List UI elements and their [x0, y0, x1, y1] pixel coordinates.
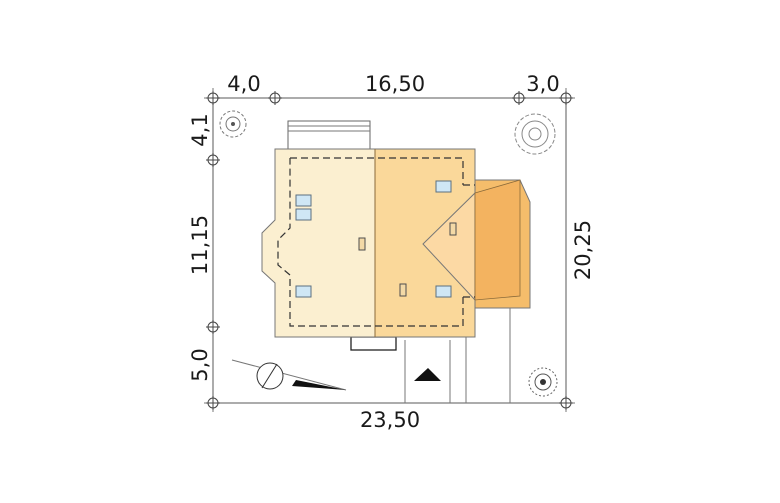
- entrance-arrow-icon: [414, 368, 441, 381]
- skylights: [295, 180, 452, 298]
- entrance-step: [350, 336, 397, 351]
- dim-left-top: 4,1: [188, 113, 212, 146]
- chimneys: [358, 222, 457, 297]
- compass-icon: [231, 359, 347, 391]
- chimney: [399, 283, 407, 297]
- skylight: [295, 285, 312, 298]
- tree-icon: [514, 113, 556, 155]
- tree-icon: [219, 110, 247, 138]
- dimension-markers: [206, 91, 573, 410]
- chimney: [449, 222, 457, 236]
- tree-icon: [528, 367, 558, 397]
- dim-top-right: 3,0: [526, 72, 559, 96]
- skylight: [435, 180, 452, 193]
- dim-left-middle: 11,15: [188, 215, 212, 275]
- dim-bottom: 23,50: [360, 408, 420, 432]
- roof-wing-slope: [474, 179, 521, 301]
- dim-right: 20,25: [571, 220, 595, 280]
- skylight: [435, 285, 452, 298]
- terrace: [287, 120, 371, 151]
- dim-top-middle: 16,50: [365, 72, 425, 96]
- skylight: [295, 208, 312, 221]
- wall-outline: [277, 157, 464, 327]
- roof-left-section: [261, 148, 376, 338]
- dim-top-left: 4,0: [227, 72, 260, 96]
- chimney: [358, 237, 366, 251]
- dim-left-bottom: 5,0: [188, 348, 212, 381]
- skylight: [295, 194, 312, 207]
